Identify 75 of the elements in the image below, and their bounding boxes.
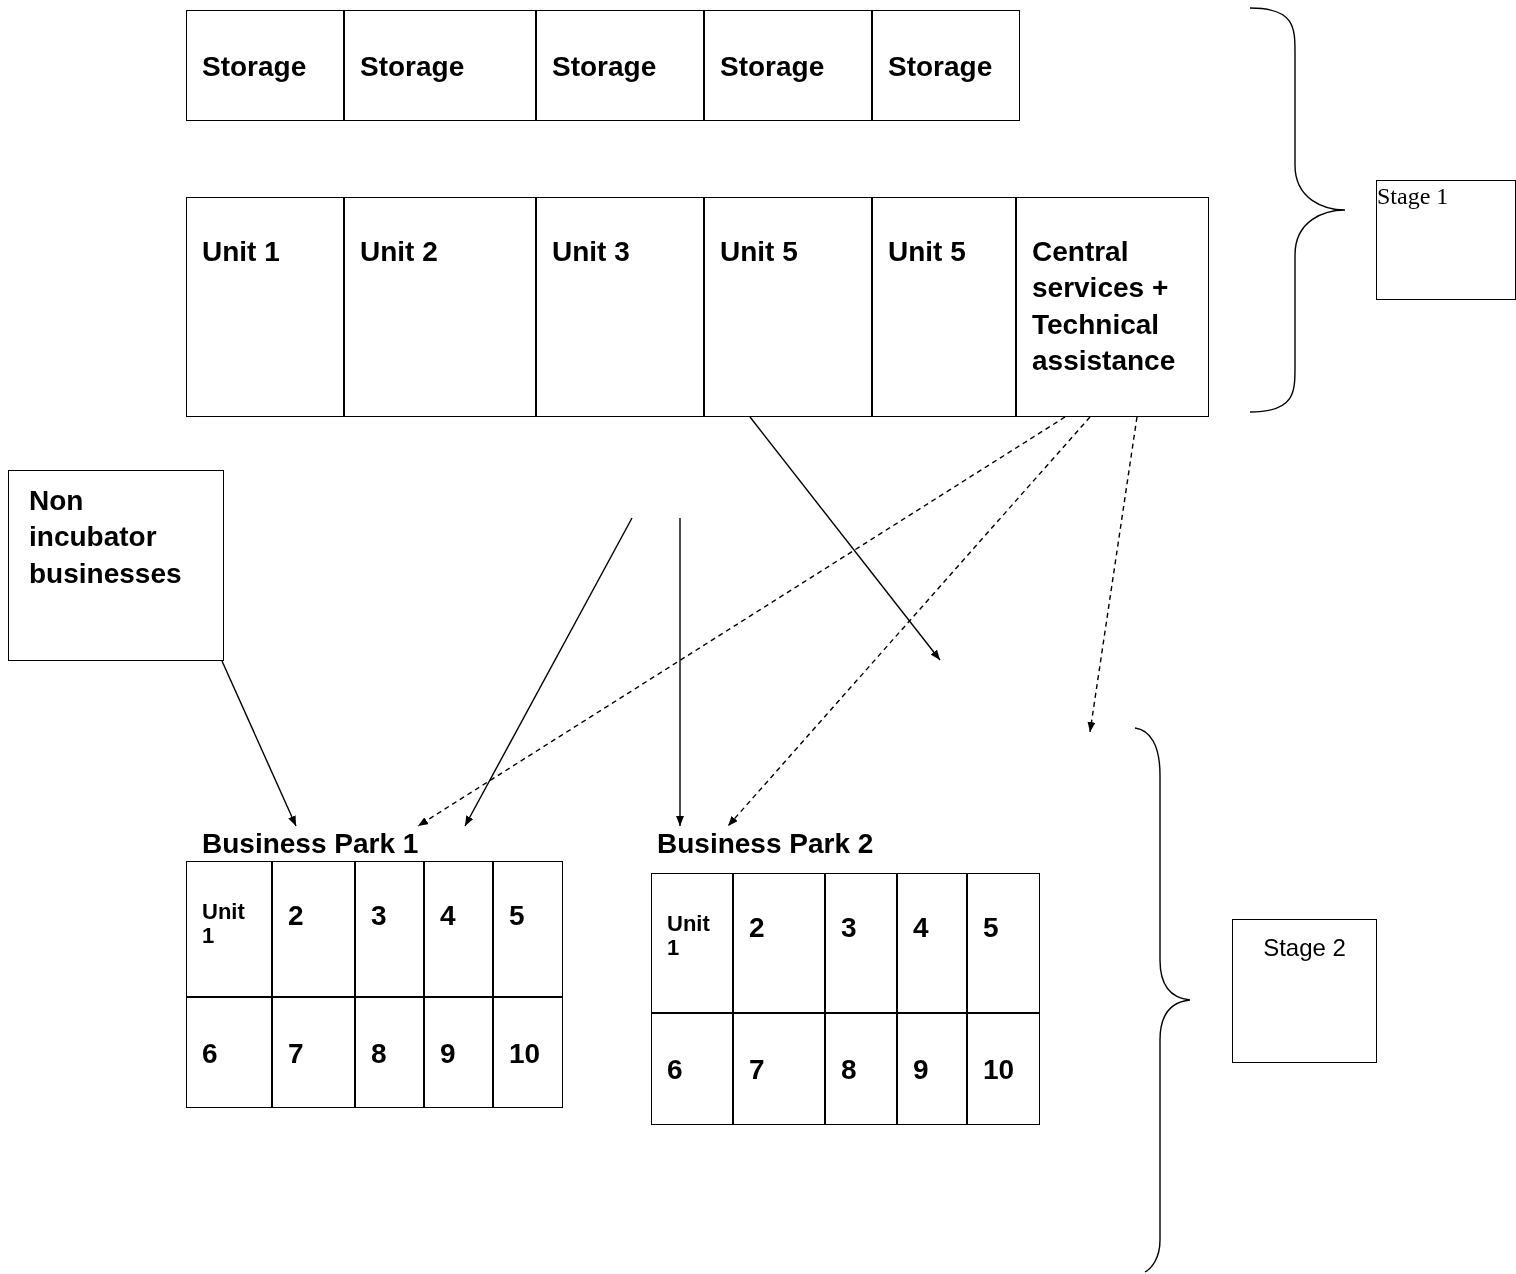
table-cell — [897, 1013, 967, 1125]
text-box — [8, 470, 224, 661]
unit-cell — [1016, 197, 1209, 417]
cell-label: Storage — [552, 50, 657, 84]
table-cell — [733, 1013, 825, 1125]
unit-cell — [704, 197, 872, 417]
cell-label: Storage — [720, 50, 825, 84]
table-cell — [355, 997, 424, 1108]
cell-label: 3 — [371, 899, 387, 933]
cell-label: 2 — [288, 899, 304, 933]
unit-cell — [872, 197, 1016, 417]
cell-label: Unit 3 — [552, 235, 630, 269]
cell-label: 4 — [440, 899, 456, 933]
dashed-arrow — [417, 416, 1066, 827]
stage-box — [1232, 919, 1377, 1063]
table-cell — [651, 873, 733, 1013]
storage-cell — [704, 10, 872, 121]
unit-cell — [186, 197, 344, 417]
cell-label: 5 — [509, 899, 525, 933]
table-cell — [897, 873, 967, 1013]
table-cell — [355, 861, 424, 997]
cell-label: 2 — [749, 911, 765, 945]
cell-label: 10 — [983, 1053, 1015, 1087]
cell-label: Non incubator businesses — [29, 484, 183, 591]
dashed-arrow — [727, 416, 1091, 827]
table-cell — [186, 997, 272, 1108]
table-cell — [493, 861, 563, 997]
cell-label: Unit 2 — [360, 235, 438, 269]
table-cell — [424, 861, 493, 997]
table-cell — [825, 1013, 897, 1125]
arrow — [749, 416, 941, 661]
unit-cell — [536, 197, 704, 417]
storage-cell — [344, 10, 536, 121]
arrow — [676, 517, 684, 827]
table-heading: Business Park 2 — [657, 827, 874, 861]
stage-box — [1376, 180, 1516, 300]
unit-cell — [344, 197, 536, 417]
table-cell — [733, 873, 825, 1013]
table-cell — [825, 873, 897, 1013]
storage-cell — [186, 10, 344, 121]
table-cell — [651, 1013, 733, 1125]
cell-label: Stage 1 — [1377, 182, 1449, 211]
cell-label: Storage — [360, 50, 465, 84]
cell-label: 3 — [841, 911, 857, 945]
table-cell — [186, 861, 272, 997]
cell-label: 7 — [749, 1053, 765, 1087]
table-cell — [967, 1013, 1040, 1125]
table-heading: Business Park 1 — [202, 827, 419, 861]
cell-label: 7 — [288, 1037, 304, 1071]
cell-label: 8 — [841, 1053, 857, 1087]
table-cell — [493, 997, 563, 1108]
cell-label: 4 — [913, 911, 929, 945]
cell-label: 5 — [983, 911, 999, 945]
arrow — [221, 660, 297, 827]
cell-label: 9 — [913, 1053, 929, 1087]
cell-label: 10 — [509, 1037, 541, 1071]
cell-label: Storage — [888, 50, 993, 84]
cell-label: 6 — [202, 1037, 218, 1071]
table-cell — [424, 997, 493, 1108]
cell-label: Unit 5 — [720, 235, 798, 269]
table-cell — [967, 873, 1040, 1013]
cell-label: Unit 5 — [888, 235, 966, 269]
cell-label: Stage 2 — [1263, 933, 1346, 963]
cell-label: 6 — [667, 1053, 683, 1087]
cell-label: 9 — [440, 1037, 456, 1071]
table-cell — [272, 861, 355, 997]
cell-label: Unit 1 — [202, 235, 280, 269]
cell-label: Central services + Technical assistance — [1032, 235, 1177, 379]
storage-cell — [872, 10, 1020, 121]
arrow — [464, 517, 633, 827]
dashed-arrow — [1087, 416, 1138, 733]
table-cell — [272, 997, 355, 1108]
cell-label: 8 — [371, 1037, 387, 1071]
storage-cell — [536, 10, 704, 121]
cell-label: Storage — [202, 50, 307, 84]
